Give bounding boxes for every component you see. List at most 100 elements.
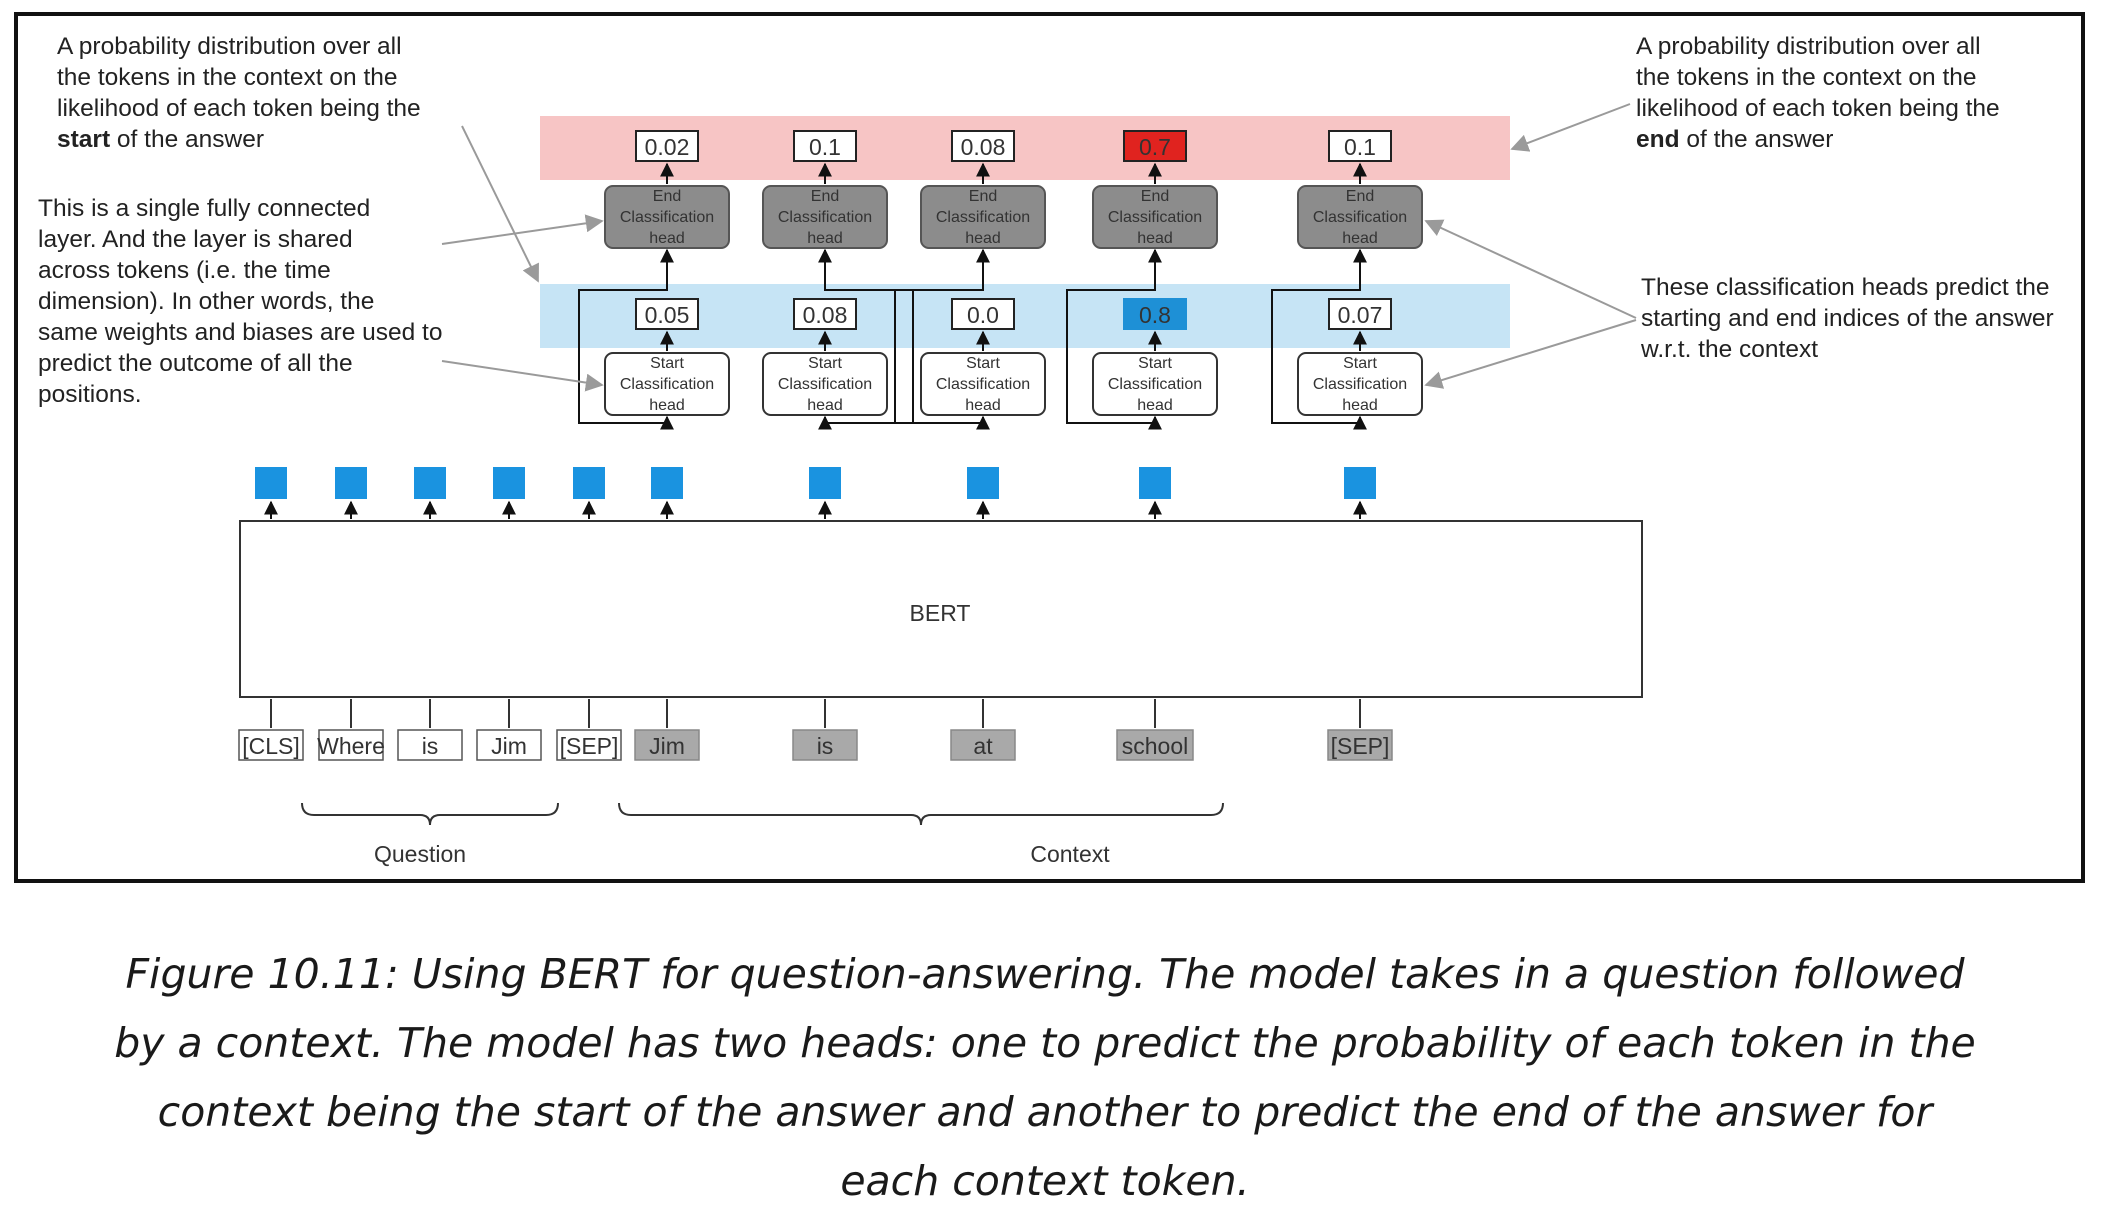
fc-layer-annotation-line: layer. And the layer is shared	[38, 226, 353, 253]
token-embedding	[573, 467, 605, 499]
question-brace	[301, 802, 559, 826]
start-classification-head	[1092, 352, 1218, 416]
token-embedding	[1344, 467, 1376, 499]
token-embedding	[967, 467, 999, 499]
fc-pointer-start-head	[441, 360, 604, 392]
context-token-box	[792, 729, 858, 761]
start-dist-annotation-bold-word: start	[57, 126, 110, 153]
end-prob-value: 0.7	[1139, 134, 1171, 160]
start-prob-box	[1328, 298, 1392, 330]
start-head-label: Start	[808, 355, 842, 372]
end-dist-annotation-suffix: of the answer	[1680, 126, 1834, 153]
start-dist-pointer	[461, 125, 539, 283]
bypass-connector	[1271, 248, 1367, 424]
fc-layer-annotation-line: predict the outcome of all the	[38, 350, 353, 377]
end-dist-annotation-line: end of the answer	[1636, 126, 1833, 153]
end-head-label: Classification	[620, 209, 714, 226]
context-token-box	[950, 729, 1016, 761]
end-head-label: End	[653, 188, 681, 205]
heads-pointer-end	[1424, 219, 1637, 319]
end-head-label: Classification	[1313, 209, 1407, 226]
start-dist-annotation-line: start of the answer	[57, 126, 264, 153]
end-classification-head	[920, 185, 1046, 249]
end-head-label: End	[811, 188, 839, 205]
question-token-box	[397, 729, 463, 761]
fc-layer-annotation-line: This is a single fully connected	[38, 195, 370, 222]
question-token: Jim	[491, 733, 527, 759]
end-prob-value: 0.08	[961, 134, 1006, 160]
end-classification-head	[604, 185, 730, 249]
end-head-label: head	[649, 230, 685, 247]
start-prob-box	[1123, 298, 1187, 330]
end-prob-box	[635, 130, 699, 162]
question-token-box	[556, 729, 622, 761]
start-head-label: head	[1342, 397, 1378, 414]
bert-label: BERT	[910, 600, 971, 626]
start-head-label: Start	[1343, 355, 1377, 372]
end-head-label: Classification	[778, 209, 872, 226]
end-dist-annotation-bold-word: end	[1636, 126, 1680, 153]
end-prob-box	[1123, 130, 1187, 162]
end-head-label: End	[969, 188, 997, 205]
start-prob-value: 0.07	[1338, 302, 1383, 328]
context-group-label: Context	[1030, 841, 1110, 867]
figure-caption: Figure 10.11: Using BERT for question-an…	[114, 950, 1976, 1205]
start-classification-head	[1297, 352, 1423, 416]
start-prob-box	[951, 298, 1015, 330]
bypass-connector	[894, 248, 990, 424]
context-brace	[618, 802, 1224, 826]
end-classification-head	[1297, 185, 1423, 249]
start-head-label: Classification	[1313, 376, 1407, 393]
start-prob-value: 0.8	[1139, 302, 1171, 328]
fc-layer-annotation-line: dimension). In other words, the	[38, 288, 374, 315]
start-dist-annotation-suffix: of the answer	[110, 126, 264, 153]
start-classification-head	[604, 352, 730, 416]
start-classification-head	[920, 352, 1046, 416]
token-embedding	[809, 467, 841, 499]
start-prob-box	[635, 298, 699, 330]
start-head-label: Classification	[620, 376, 714, 393]
bert-block	[239, 520, 1643, 698]
start-prob-value: 0.05	[645, 302, 690, 328]
end-head-label: head	[807, 230, 843, 247]
end-prob-box	[793, 130, 857, 162]
end-head-label: Classification	[936, 209, 1030, 226]
end-prob-box	[1328, 130, 1392, 162]
start-classification-head	[762, 352, 888, 416]
heads-note-annotation-line: These classification heads predict the	[1641, 274, 2050, 301]
fc-layer-annotation-line: same weights and biases are used to	[38, 319, 443, 346]
question-group-label: Question	[374, 841, 466, 867]
bypass-connector	[1066, 248, 1162, 424]
start-prob-box	[793, 298, 857, 330]
end-dist-pointer	[1510, 103, 1631, 152]
end-prob-value: 0.02	[645, 134, 690, 160]
start-head-label: Classification	[936, 376, 1030, 393]
fc-layer-annotation-line: across tokens (i.e. the time	[38, 257, 331, 284]
start-dist-annotation-line: the tokens in the context on the	[57, 64, 398, 91]
token-embedding	[651, 467, 683, 499]
start-head-label: Start	[650, 355, 684, 372]
end-head-label: head	[1137, 230, 1173, 247]
start-prob-value: 0.0	[967, 302, 999, 328]
end-head-label: End	[1141, 188, 1169, 205]
token-embedding	[335, 467, 367, 499]
start-head-label: head	[1137, 397, 1173, 414]
end-prob-value: 0.1	[809, 134, 841, 160]
start-head-label: head	[649, 397, 685, 414]
question-token: [SEP]	[560, 733, 619, 759]
end-prob-box	[951, 130, 1015, 162]
token-embedding	[493, 467, 525, 499]
start-head-label: Classification	[1108, 376, 1202, 393]
token-embedding	[1139, 467, 1171, 499]
end-prob-value: 0.1	[1344, 134, 1376, 160]
context-token: is	[817, 733, 834, 759]
question-token: [CLS]	[242, 733, 300, 759]
end-dist-annotation-line: A probability distribution over all	[1636, 33, 1981, 60]
end-classification-head	[762, 185, 888, 249]
start-head-label: head	[965, 397, 1001, 414]
question-token: Where	[317, 733, 385, 759]
context-token-box	[1116, 729, 1194, 761]
heads-note-annotation-line: w.r.t. the context	[1640, 336, 1818, 363]
heads-pointer-start	[1424, 319, 1637, 389]
